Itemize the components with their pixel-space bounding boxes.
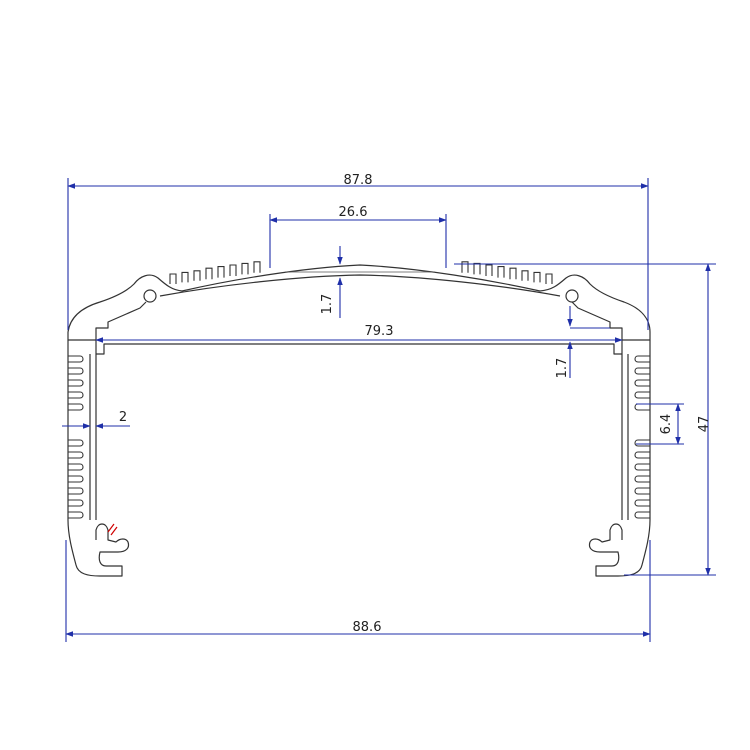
dim-label-overall-top-width: 87.8 (344, 173, 373, 188)
dim-label-fin-gap: 6.4 (659, 414, 674, 435)
cover-inner-edge (159, 274, 561, 297)
fin (229, 264, 237, 276)
dim-label-overall-bottom-width: 88.6 (353, 620, 382, 635)
right-wall (621, 340, 651, 520)
dim-label-side-wall: 2 (119, 410, 127, 425)
fin (68, 499, 84, 507)
cover-top-edge (67, 264, 651, 333)
dim-label-slot-depth: 1.7 (555, 358, 570, 379)
fin (68, 463, 84, 471)
fin (634, 403, 650, 411)
side-fins (68, 355, 650, 519)
fin (68, 403, 84, 411)
fin (68, 475, 84, 483)
fin (253, 261, 261, 273)
fin (68, 439, 84, 447)
fin (634, 379, 650, 387)
fin (634, 487, 650, 495)
fin (509, 267, 517, 280)
fin (634, 463, 650, 471)
fin (634, 367, 650, 375)
fin (473, 262, 481, 275)
dim-label-overall-height: 47 (697, 416, 712, 433)
dim-label-cover-thickness: 1.7 (320, 294, 335, 315)
fin (485, 264, 493, 276)
fin (533, 271, 541, 283)
fin (68, 511, 84, 519)
left-wall (67, 340, 97, 520)
fin (68, 391, 84, 399)
fin (68, 451, 84, 459)
slot-accent-mark (107, 523, 118, 536)
fin (634, 511, 650, 519)
fin (634, 451, 650, 459)
inner-shelf (95, 340, 623, 355)
fin (634, 475, 650, 483)
dim-label-inner-width: 79.3 (365, 324, 394, 339)
fin (497, 266, 505, 278)
fin (461, 261, 469, 273)
fin (634, 499, 650, 507)
fin (217, 266, 225, 278)
fin (68, 379, 84, 387)
left-screw-boss (143, 289, 157, 303)
fin (634, 355, 650, 363)
right-screw-boss (565, 289, 579, 303)
fin (181, 271, 189, 283)
fin (634, 391, 650, 399)
fin (68, 487, 84, 495)
fin (193, 270, 201, 281)
fin (68, 367, 84, 375)
fin (545, 273, 553, 284)
dimension-lines (62, 178, 716, 642)
fin (205, 267, 213, 280)
fin (634, 439, 650, 447)
fin (169, 273, 177, 284)
left-foot (67, 519, 130, 577)
dim-label-top-flat-width: 26.6 (339, 205, 368, 220)
right-foot (588, 519, 651, 577)
profile-outline (67, 264, 651, 577)
fin (521, 270, 529, 281)
cover-fins (169, 261, 553, 284)
fin (241, 262, 249, 275)
cover-underside (67, 301, 651, 341)
fin (68, 355, 84, 363)
